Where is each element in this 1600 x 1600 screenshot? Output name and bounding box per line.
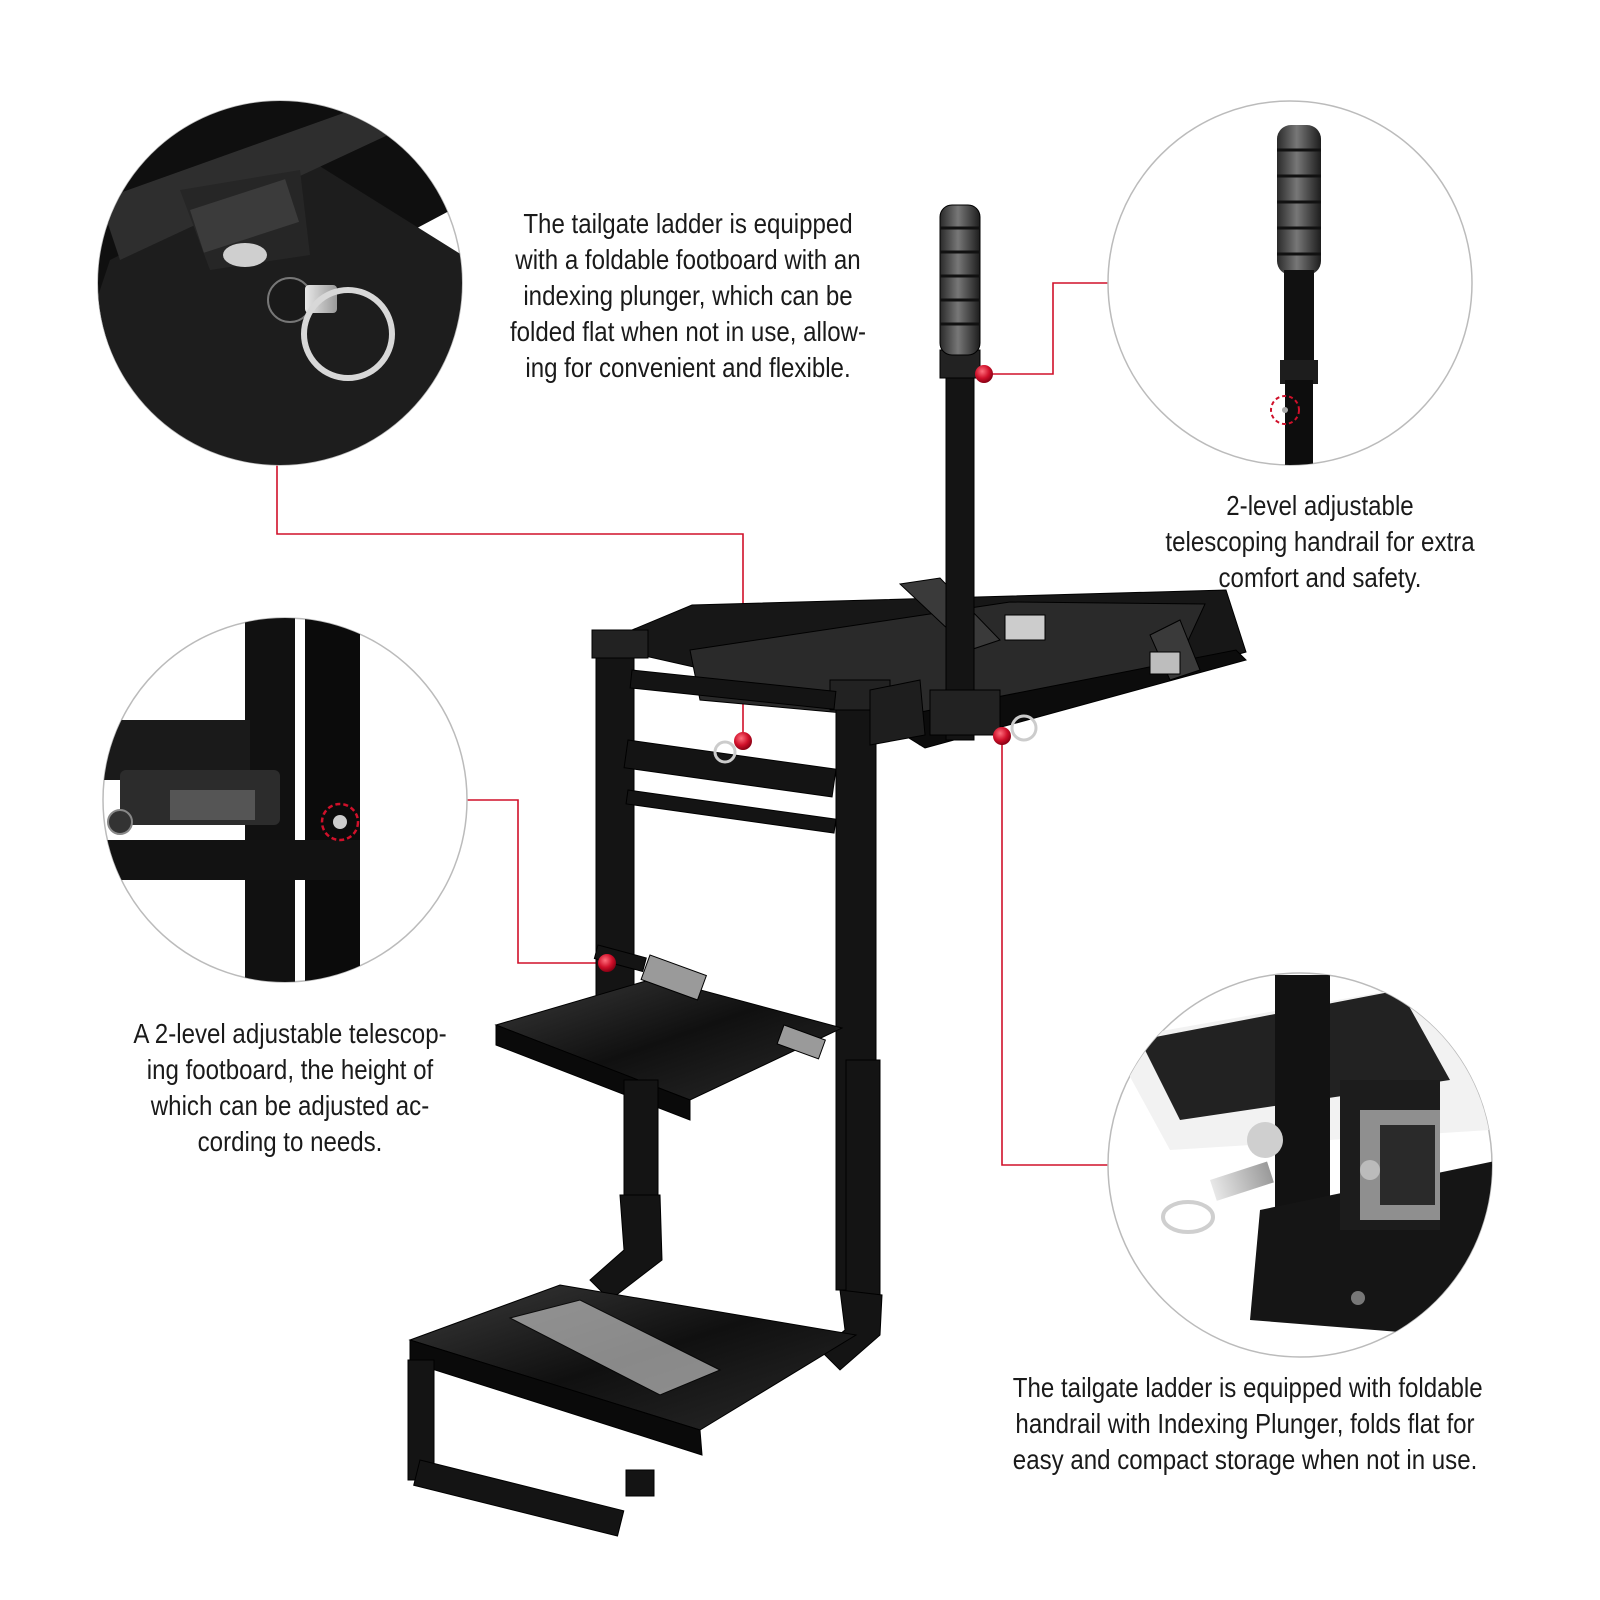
marker-handrail-telescope [975, 365, 993, 383]
marker-footboard-plunger [734, 732, 752, 750]
right-post-bracket [869, 679, 926, 746]
lower-footboard-highlight [508, 1299, 722, 1396]
strap-buckle [1149, 651, 1181, 675]
red-markers [598, 365, 1011, 972]
callout-telescoping-footboard: A 2-level adjustable telescop- ing footb… [118, 1016, 462, 1160]
detail-circle-telescoping-footboard [102, 617, 468, 983]
lower-frame-right [625, 1469, 655, 1497]
callout-line: folded flat when not in use, allow- [509, 316, 867, 347]
handrail-grip [939, 204, 981, 356]
cross-rail-middle [625, 789, 837, 834]
handrail-plunger-ring [1010, 714, 1038, 742]
tailgate-ladder [407, 204, 1247, 1537]
callout-line: easy and compact storage when not in use… [1012, 1444, 1478, 1475]
callout-folding-handrail: The tailgate ladder is equipped with fol… [1012, 1370, 1483, 1478]
callout-line: The tailgate ladder is equipped [523, 208, 853, 239]
cross-rail-top [629, 669, 837, 710]
detail-circle-telescoping-handrail [1107, 100, 1473, 466]
marker-telescoping-footboard [598, 954, 616, 972]
lower-frame-bottom [413, 1459, 625, 1537]
callout-telescoping-handrail: 2-level adjustable telescoping handrail … [1148, 488, 1492, 596]
footboard-hinge-right [776, 1024, 826, 1060]
callout-line: The tailgate ladder is equipped with fol… [1012, 1372, 1483, 1403]
callout-line: with a foldable footboard with an [515, 244, 861, 275]
callout-line: indexing plunger, which can be [523, 280, 853, 311]
callout-line: telescoping handrail for extra [1165, 526, 1475, 557]
callout-line: A 2-level adjustable telescop- [133, 1018, 447, 1049]
leader-line-handrail-telescope [987, 282, 1110, 375]
callout-line: cording to needs. [197, 1126, 383, 1157]
right-leg-bend [819, 1289, 883, 1371]
callout-line: handrail with Indexing Plunger, folds fl… [1015, 1408, 1475, 1439]
handrail-grip-ridges [940, 226, 980, 326]
callout-line: ing for convenient and flexible. [525, 352, 851, 383]
handrail-tube [945, 319, 975, 741]
leader-line-telescoping-footboard [461, 799, 607, 964]
cross-rail-upper [623, 739, 837, 798]
right-leg-lower [845, 1059, 881, 1301]
left-post-cap [591, 629, 649, 659]
footboard-brace [593, 944, 647, 973]
left-leg-lower [623, 1079, 659, 1206]
detail-circle-folding-handrail [1107, 972, 1493, 1358]
leader-line-handrail-fold [1001, 736, 1110, 1166]
marker-handrail-fold [993, 727, 1011, 745]
handrail-base [929, 689, 1001, 736]
callout-line: which can be adjusted ac- [150, 1090, 430, 1121]
center-plunger-ring [713, 740, 737, 764]
tray-bracket [1004, 614, 1046, 641]
left-leg-bend [589, 1194, 663, 1301]
detail-circle-footboard-plunger [97, 100, 463, 466]
callout-folding-footboard: The tailgate ladder is equipped with a f… [507, 206, 868, 386]
callout-line: 2-level adjustable [1226, 490, 1414, 521]
footboard-hinge-left [640, 954, 708, 1001]
callout-line: ing footboard, the height of [146, 1054, 434, 1085]
lower-footboard-front [409, 1339, 703, 1456]
callout-line: comfort and safety. [1218, 562, 1422, 593]
